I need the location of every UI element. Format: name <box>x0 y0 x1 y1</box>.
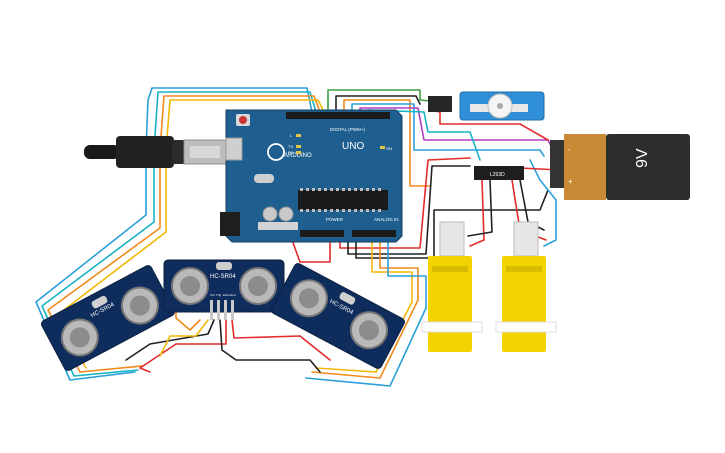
on-label: ON <box>386 146 392 151</box>
wire-blue-battery <box>529 159 557 247</box>
sensor-center-pin-echo: Echo <box>223 293 230 297</box>
arduino-brand-label: ARDUINO <box>284 153 312 159</box>
led-label-rx: RX <box>288 150 294 155</box>
wire-black-sensor-chain-2 <box>125 319 215 361</box>
wire-blue-sensor-3 <box>305 237 427 387</box>
digital-header-label: DIGITAL (PWM~) <box>330 127 365 132</box>
l293d-driver[interactable]: L293D <box>474 166 524 180</box>
wire-black-power-2 <box>355 189 549 259</box>
battery-9v[interactable]: 9V + - <box>550 134 690 200</box>
servo-motor[interactable] <box>428 91 545 121</box>
digital-header <box>286 112 390 119</box>
wire-red-power <box>339 157 471 249</box>
battery-minus-label: - <box>568 145 571 154</box>
analog-header-label: ANALOG IN <box>374 217 399 222</box>
sensor-center-pin-gnd: Gnd <box>230 293 236 297</box>
wire-yellow-sensor-3 <box>315 237 413 373</box>
driver-ic-label: L293D <box>490 172 505 178</box>
wire-blue-right <box>351 103 545 157</box>
wire-black-motor-a <box>467 179 493 237</box>
analog-header <box>352 230 396 237</box>
wire-red-sensor-chain-2 <box>231 319 331 361</box>
wire-black-sensor-chain <box>219 319 321 373</box>
wire-purple-right <box>359 107 553 149</box>
wire-red-motor-a <box>469 179 485 247</box>
atmega-chip <box>298 190 388 210</box>
arduino-model-label: UNO <box>342 141 364 152</box>
wire-red-sensor-chain <box>139 319 227 373</box>
led-label-tx: TX <box>288 144 293 149</box>
battery-voltage-label: 9V <box>634 148 651 168</box>
power-header-label: POWER <box>326 217 344 222</box>
battery-plus-label: + <box>568 177 573 186</box>
arduino-uno-board[interactable]: ARDUINO UNO DIGITAL (PWM~) ON POWER ANAL… <box>220 109 403 243</box>
ultrasonic-sensor-center[interactable]: HC-SR04 Vcc Trig Echo Gnd <box>163 259 285 320</box>
ultrasonic-sensor-left[interactable]: HC-SR04 <box>40 264 176 372</box>
sensor-center-pin-vcc: Vcc <box>210 293 216 297</box>
sensor-center-label: HC-SR04 <box>210 274 236 280</box>
wire-green-servo <box>327 89 441 113</box>
sensor-center-pin-trig: Trig <box>216 293 221 297</box>
wire-orange-sensor-3 <box>311 237 419 379</box>
dc-motor-right[interactable] <box>495 221 557 352</box>
wire-orange-right <box>343 99 431 187</box>
usb-cable <box>84 136 229 168</box>
wire-black-power <box>347 165 471 255</box>
wire-yellow-sensor-2 <box>159 319 209 357</box>
dc-motor-left[interactable] <box>421 221 483 352</box>
ultrasonic-sensor-right[interactable]: HC-SR04 <box>270 262 406 370</box>
led-label-l: L <box>290 133 293 138</box>
usb-jack <box>225 137 243 161</box>
wire-red-gnd-rail <box>291 237 331 263</box>
wire-black-servo <box>335 95 421 113</box>
power-jack <box>220 212 240 236</box>
power-header <box>300 230 344 237</box>
